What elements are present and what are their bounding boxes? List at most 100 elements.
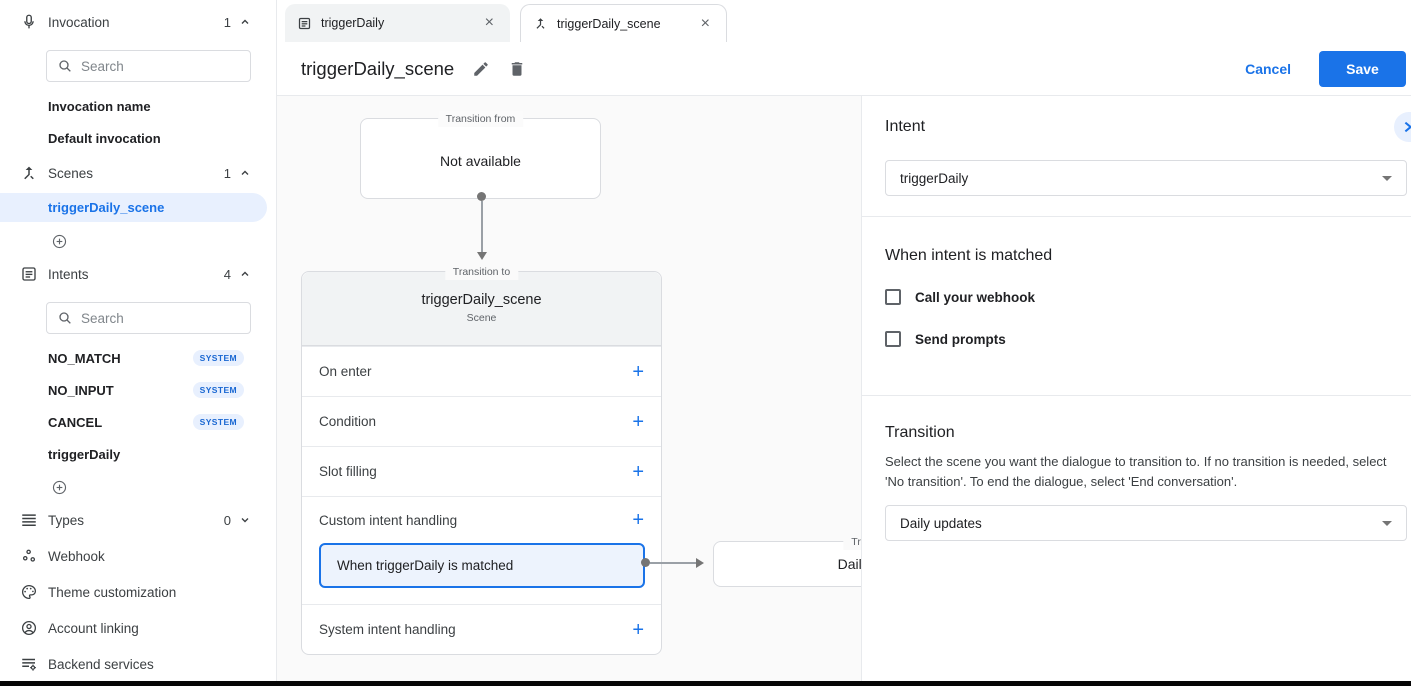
close-icon[interactable]: × (700, 14, 710, 32)
scene-row-on-enter[interactable]: On enter + (302, 346, 661, 396)
content-area: Transition from Not available Transition… (277, 96, 1411, 681)
intent-list-icon (297, 16, 312, 31)
sidebar-item-cancel[interactable]: CANCEL SYSTEM (0, 406, 276, 438)
chevron-up-icon (239, 167, 251, 179)
row-label: Condition (319, 414, 377, 429)
chevron-up-icon (239, 268, 251, 280)
scene-row-condition[interactable]: Condition + (302, 396, 661, 446)
tab-triggerdaily[interactable]: triggerDaily × (285, 4, 510, 42)
custom-intent-handling-row[interactable]: Custom intent handling + (302, 497, 661, 543)
add-intent-button[interactable] (51, 473, 276, 501)
row-label: Custom intent handling (319, 512, 458, 528)
sidebar-section-types[interactable]: Types 0 (0, 503, 276, 537)
save-button[interactable]: Save (1319, 50, 1406, 87)
sidebar-section-scenes[interactable]: Scenes 1 (0, 156, 276, 190)
connector-line (650, 561, 697, 564)
section-label: Intents (48, 266, 89, 282)
sidebar-section-invocation[interactable]: Invocation 1 (0, 5, 276, 39)
sidebar-item-no-match[interactable]: NO_MATCH SYSTEM (0, 342, 276, 374)
dropdown-caret-icon (1382, 175, 1392, 181)
close-icon[interactable]: × (484, 14, 494, 31)
section-label: Types (48, 512, 85, 528)
invocation-search[interactable] (46, 50, 251, 82)
matched-section-heading: When intent is matched (885, 247, 1053, 264)
link-label: Account linking (48, 620, 139, 636)
sidebar-item-backend-services[interactable]: Backend services (0, 647, 276, 681)
intent-name: NO_INPUT (48, 382, 114, 398)
menu-lines-icon (20, 511, 38, 529)
sidebar-item-no-input[interactable]: NO_INPUT SYSTEM (0, 374, 276, 406)
section-count: 1 (223, 14, 231, 30)
add-slot-filling-button[interactable]: + (632, 460, 644, 483)
scene-row-custom-intent-handling: Custom intent handling + When triggerDai… (302, 496, 661, 604)
transition-target-box[interactable]: Transition to Daily updates (713, 534, 861, 587)
intent-select-value: triggerDaily (900, 170, 969, 186)
cancel-button[interactable]: Cancel (1245, 60, 1291, 77)
search-icon (59, 312, 71, 324)
chevron-right-icon (1404, 121, 1411, 133)
add-scene-button[interactable] (51, 227, 276, 255)
add-system-intent-button[interactable]: + (632, 618, 644, 641)
sidebar-item-triggerdaily[interactable]: triggerDaily (0, 438, 276, 470)
intent-handler-selected[interactable]: When triggerDaily is matched (319, 543, 645, 588)
sidebar-item-invocation-name[interactable]: Invocation name (48, 98, 151, 114)
arrow-down-icon (476, 252, 487, 260)
checkbox-unchecked[interactable] (885, 331, 901, 347)
plus-circle-icon (52, 480, 67, 494)
sidebar: Invocation 1 Invocation name Default inv… (0, 0, 277, 681)
intent-name: NO_MATCH (48, 350, 121, 366)
row-label: On enter (319, 364, 372, 379)
row-label: System intent handling (319, 622, 456, 637)
call-webhook-checkbox-row[interactable]: Call your webhook (885, 289, 1407, 305)
tab-label: triggerDaily (321, 16, 385, 30)
intent-editor-panel: Intent triggerDaily When intent is match… (861, 96, 1411, 681)
intents-search-input[interactable] (81, 310, 221, 326)
tab-bar: triggerDaily × triggerDaily_scene × (277, 0, 1411, 42)
intents-search[interactable] (46, 302, 251, 334)
webhook-icon (20, 547, 38, 565)
transition-from-box: Transition from Not available (360, 111, 601, 199)
scene-card-header: triggerDaily_scene Scene (302, 272, 661, 346)
link-label: Webhook (48, 548, 105, 564)
checkbox-label: Send prompts (915, 331, 1006, 347)
transition-target-title: Daily updates (837, 556, 861, 572)
dropdown-caret-icon (1382, 520, 1392, 526)
transition-to-legend: Transition to (444, 264, 519, 280)
sidebar-item-default-invocation[interactable]: Default invocation (48, 130, 161, 146)
section-label: Scenes (48, 165, 94, 181)
invocation-search-input[interactable] (81, 58, 221, 74)
sidebar-item-account-linking[interactable]: Account linking (0, 611, 276, 645)
system-badge: SYSTEM (192, 350, 244, 366)
panel-collapse-button[interactable] (1394, 112, 1411, 142)
edit-pencil-icon[interactable] (472, 60, 490, 78)
scene-flow-canvas: Transition from Not available Transition… (277, 96, 861, 681)
tab-triggerdaily-scene[interactable]: triggerDaily_scene × (520, 4, 727, 42)
sidebar-item-theme-customization[interactable]: Theme customization (0, 575, 276, 609)
transition-select[interactable]: Daily updates (885, 505, 1407, 541)
intent-select[interactable]: triggerDaily (885, 160, 1407, 196)
intent-list-icon (20, 265, 38, 283)
divider (862, 216, 1411, 217)
scene-card-subtitle: Scene (466, 312, 497, 324)
scene-row-system-intent-handling[interactable]: System intent handling + (302, 604, 661, 654)
link-label: Backend services (48, 656, 154, 672)
transition-section-heading: Transition (885, 424, 955, 441)
delete-trash-icon[interactable] (508, 60, 526, 78)
checkbox-unchecked[interactable] (885, 289, 901, 305)
add-on-enter-button[interactable]: + (632, 360, 644, 383)
section-count: 1 (223, 165, 231, 181)
add-condition-button[interactable]: + (632, 410, 644, 433)
sidebar-item-webhook[interactable]: Webhook (0, 539, 276, 573)
sidebar-section-intents[interactable]: Intents 4 (0, 257, 276, 291)
section-label: Invocation (48, 14, 110, 30)
add-custom-intent-button[interactable]: + (632, 509, 644, 531)
send-prompts-checkbox-row[interactable]: Send prompts (885, 331, 1407, 347)
arrow-right-icon (696, 557, 704, 568)
chevron-down-icon (239, 514, 251, 526)
tab-label: triggerDaily_scene (557, 16, 661, 31)
page-header: triggerDaily_scene Cancel Save (277, 42, 1411, 96)
scene-row-slot-filling[interactable]: Slot filling + (302, 446, 661, 496)
page-title: triggerDaily_scene (301, 57, 455, 79)
microphone-icon (20, 13, 38, 31)
sidebar-item-triggerdaily-scene[interactable]: triggerDaily_scene (0, 193, 267, 222)
